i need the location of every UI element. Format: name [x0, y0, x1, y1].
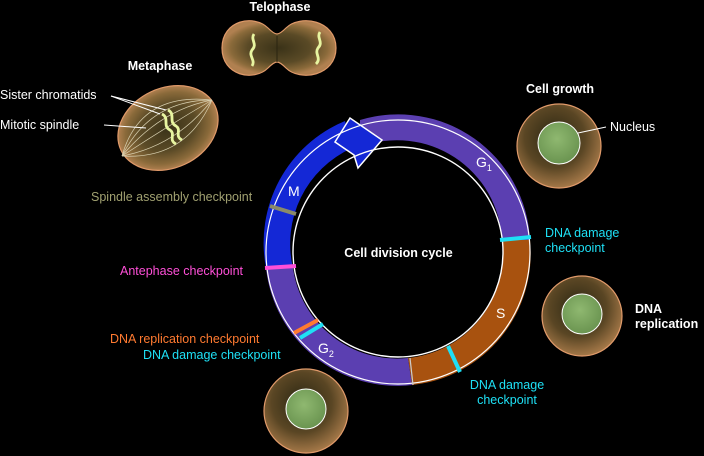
checkpoint-label-dna-damage-s-line2: checkpoint — [477, 393, 537, 407]
telophase-cell — [221, 20, 337, 76]
stage-label-metaphase: Metaphase — [127, 59, 193, 73]
telophase-chromosomes-left — [249, 33, 256, 67]
metaphase-cell — [117, 85, 219, 171]
checkpoint-label-spindle-assembly: Spindle assembly checkpoint — [91, 190, 253, 204]
structure-label-mitotic-spindle: Mitotic spindle — [0, 118, 80, 132]
stage-label-dna-replication-line1: DNA — [635, 302, 663, 316]
checkpoint-label-dna-damage-s: DNA damage checkpoint — [462, 378, 552, 408]
phase-label-g2: G2 — [318, 340, 334, 359]
s-segment — [408, 240, 531, 385]
stage-label-telophase: Telophase — [249, 0, 311, 14]
stage-label-dna-replication: DNA replication — [635, 302, 698, 332]
metaphase-chromatid-b — [167, 108, 183, 142]
nucleus-shape — [537, 121, 581, 165]
checkpoint-label-dna-replication: DNA replication checkpoint — [110, 332, 260, 346]
ring-outer-outline — [265, 119, 531, 385]
metaphase-chromatid-a — [161, 112, 177, 146]
g2-segment — [266, 268, 412, 386]
checkpoint-label-dna-damage-g1-line1: DNA damage — [545, 226, 620, 240]
m-segment — [263, 121, 352, 268]
checkpoint-label-dna-damage-g2: DNA damage checkpoint — [143, 348, 281, 362]
stage-label-cell-growth: Cell growth — [525, 82, 595, 96]
checkpoint-label-dna-damage-g1-line2: checkpoint — [545, 241, 605, 255]
checkpoint-label-antephase: Antephase checkpoint — [120, 264, 244, 278]
s-g2-divider — [409, 357, 414, 386]
diagram-title: Cell division cycle — [344, 246, 453, 260]
phase-label-s: S — [496, 305, 505, 321]
checkpoint-bar-spindle-assembly — [269, 204, 297, 216]
telophase-chromosomes-right — [314, 31, 322, 65]
checkpoint-bar-dna-damage-g1 — [499, 235, 532, 242]
phase-label-m: M — [288, 183, 300, 199]
structure-label-nucleus: Nucleus — [610, 120, 656, 134]
checkpoint-bar-antephase — [264, 264, 297, 270]
checkpoint-bar-dna-damage-g2 — [298, 322, 325, 340]
g1-segment — [360, 114, 530, 240]
pointer-lines — [103, 95, 607, 134]
cell-cycle-ring — [263, 114, 532, 386]
stage-label-dna-replication-line2: replication — [635, 317, 699, 331]
checkpoint-label-dna-damage-s-line1: DNA damage — [469, 378, 545, 392]
checkpoint-bar-dna-replication — [293, 318, 319, 335]
checkpoint-label-dna-damage-g1: DNA damage checkpoint — [545, 226, 619, 256]
phase-label-g1: G1 — [476, 154, 492, 173]
cell-growth-cell — [516, 103, 602, 189]
g2-cell — [263, 368, 349, 454]
ring-inner-outline — [292, 146, 504, 358]
dna-replication-cell — [541, 275, 623, 357]
checkpoint-bar-dna-damage-s — [446, 345, 462, 373]
structure-label-sister-chromatids: Sister chromatids — [0, 88, 97, 102]
